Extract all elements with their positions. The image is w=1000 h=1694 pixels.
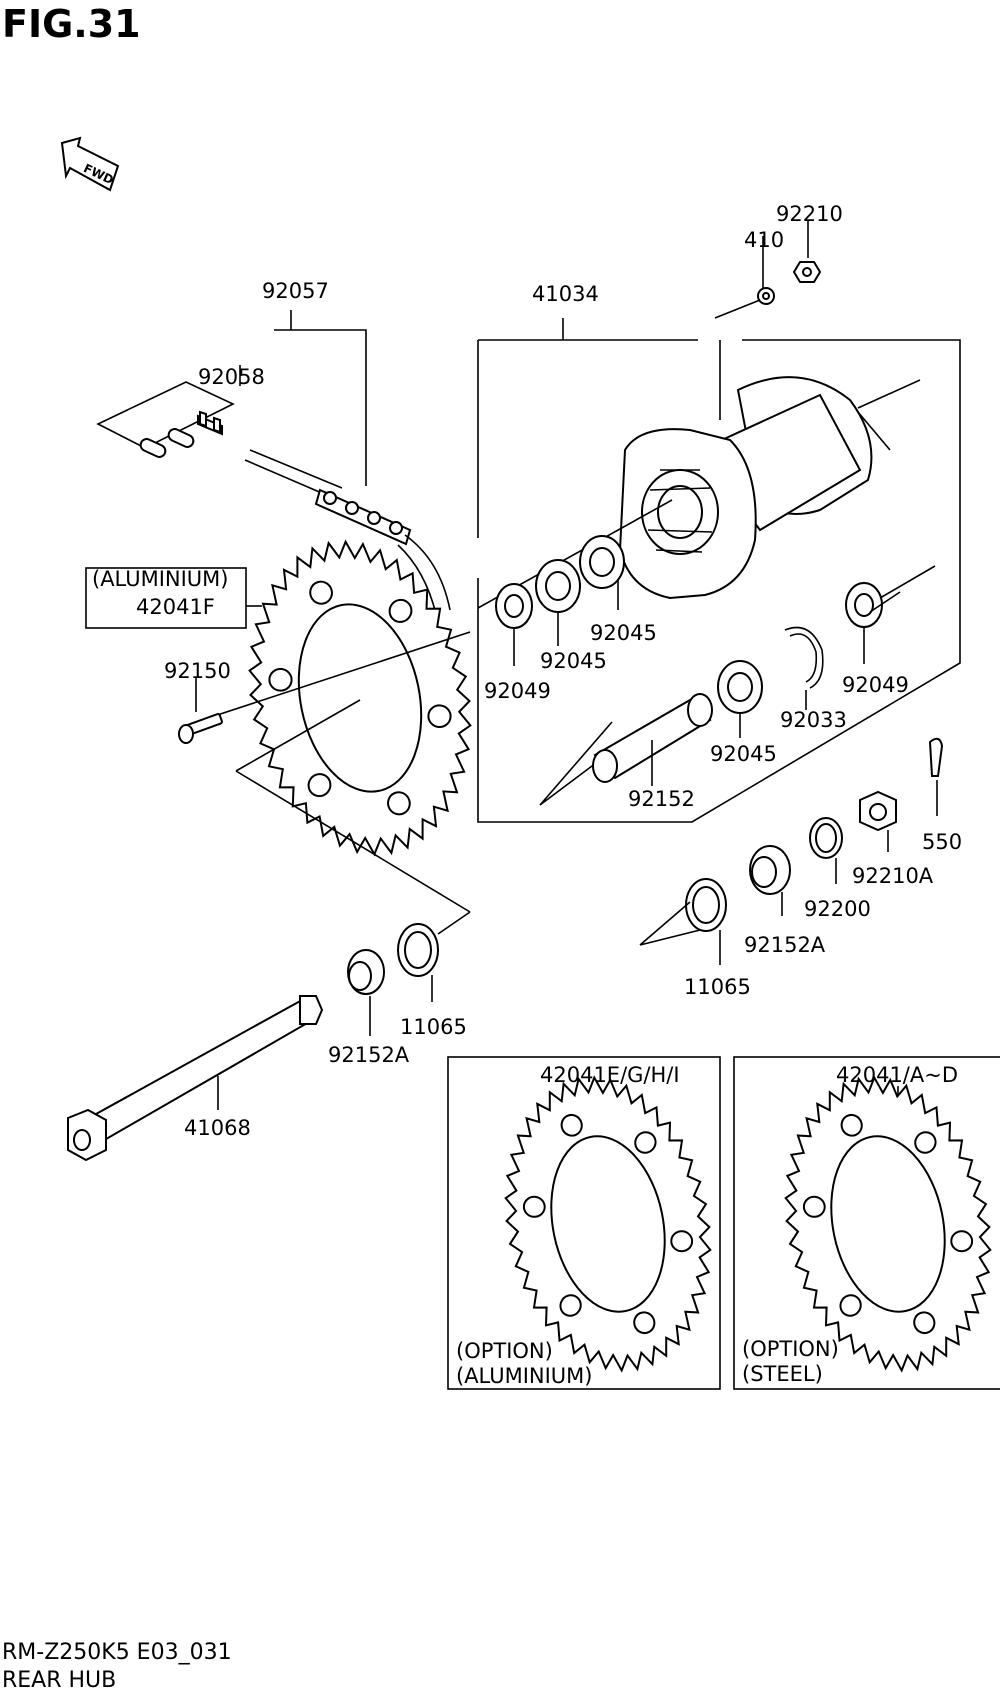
label-92033: 92033 — [780, 708, 847, 732]
sprocket-lightening-hole — [427, 704, 452, 729]
label-92152: 92152 — [628, 787, 695, 811]
option-box-aluminium — [447, 1056, 721, 1390]
option-box-steel — [733, 1056, 1000, 1390]
nut-92210 — [792, 220, 822, 283]
bearing-92045-c — [717, 660, 763, 738]
bearing-92045-b — [579, 535, 625, 610]
label-92152A-left: 92152A — [328, 1043, 410, 1067]
sprocket-lightening-hole — [307, 773, 332, 798]
label-11065-right: 11065 — [684, 975, 751, 999]
collar-92152A-right — [749, 845, 791, 916]
cotter-pin-550 — [928, 737, 944, 816]
sprocket-center-bore — [297, 603, 423, 793]
seal-92049-right — [845, 565, 936, 664]
sprocket-lightening-hole — [559, 1294, 582, 1317]
sprocket-lightening-hole — [522, 1195, 546, 1218]
label-92045-c: 92045 — [710, 742, 777, 766]
label-92058: 92058 — [198, 365, 265, 389]
sprocket-lightening-hole — [950, 1230, 974, 1253]
option1-part: 42041E/G/H/I — [540, 1063, 680, 1087]
label-92152A-right: 92152A — [744, 933, 826, 957]
sprocket-lightening-hole — [309, 580, 333, 605]
collar-92152A-left — [347, 949, 385, 1036]
seal-11065-left — [397, 923, 439, 1002]
label-550: 550 — [922, 830, 962, 854]
sprocket-lightening-hole — [268, 667, 293, 692]
sprocket-lightening-hole — [387, 791, 411, 816]
sprocket-center-bore — [550, 1135, 666, 1313]
fwd-arrow-icon: FWD — [60, 136, 120, 192]
label-aluminium-note: (ALUMINIUM) — [92, 567, 228, 591]
sprocket-lightening-hole — [914, 1131, 937, 1154]
sprocket-lightening-hole — [633, 1311, 656, 1335]
seal-11065-right — [639, 878, 727, 965]
sprocket-lightening-hole — [913, 1311, 936, 1335]
option2-part: 42041/A~D — [836, 1063, 958, 1087]
label-92057: 92057 — [262, 279, 329, 303]
sprocket-lightening-hole — [839, 1294, 862, 1317]
sprocket-lightening-hole — [388, 598, 413, 623]
sprocket-center-bore — [830, 1135, 946, 1313]
bolt-92150 — [178, 631, 471, 744]
hub-assembly-bracket — [477, 318, 961, 823]
sprocket-lightening-hole — [560, 1113, 583, 1137]
washer-92200 — [809, 817, 843, 884]
option2-note1: (OPTION) — [742, 1337, 839, 1361]
sprocket-lightening-hole — [840, 1113, 863, 1137]
figure-title: FIG.31 — [2, 2, 141, 46]
sprocket-lightening-hole — [802, 1195, 826, 1218]
label-11065-left: 11065 — [400, 1015, 467, 1039]
diagram-name: REAR HUB — [2, 1668, 117, 1693]
castle-nut-92210A — [859, 790, 897, 852]
sprocket-lightening-hole — [670, 1230, 694, 1253]
sprocket-lightening-hole — [634, 1131, 657, 1154]
label-41068: 41068 — [184, 1116, 251, 1140]
bearing-92045-a — [535, 559, 581, 646]
seal-92049-left — [477, 499, 673, 666]
label-92210A: 92210A — [852, 864, 934, 888]
diagram-code: RM-Z250K5 E03_031 — [2, 1640, 232, 1665]
rear-hub — [618, 299, 921, 600]
label-92049-left: 92049 — [484, 679, 551, 703]
option1-note1: (OPTION) — [456, 1339, 553, 1363]
chain-joint-kit — [96, 310, 367, 486]
label-92045-a: 92045 — [540, 649, 607, 673]
option2-note2: (STEEL) — [742, 1362, 823, 1386]
label-42041F: 42041F — [136, 595, 215, 619]
axle-41068 — [67, 995, 324, 1162]
label-92049-right: 92049 — [842, 673, 909, 697]
label-41034: 41034 — [532, 282, 599, 306]
label-92045-b: 92045 — [590, 621, 657, 645]
label-92200: 92200 — [804, 897, 871, 921]
label-410: 410 — [744, 228, 784, 252]
drive-chain — [244, 449, 451, 615]
circlip-92033 — [784, 626, 824, 710]
spacer-92152 — [539, 693, 713, 806]
washer-410 — [757, 236, 775, 305]
option1-note2: (ALUMINIUM) — [456, 1364, 592, 1388]
label-92210: 92210 — [776, 202, 843, 226]
label-92150: 92150 — [164, 659, 231, 683]
sprocket-42041F — [85, 539, 472, 935]
